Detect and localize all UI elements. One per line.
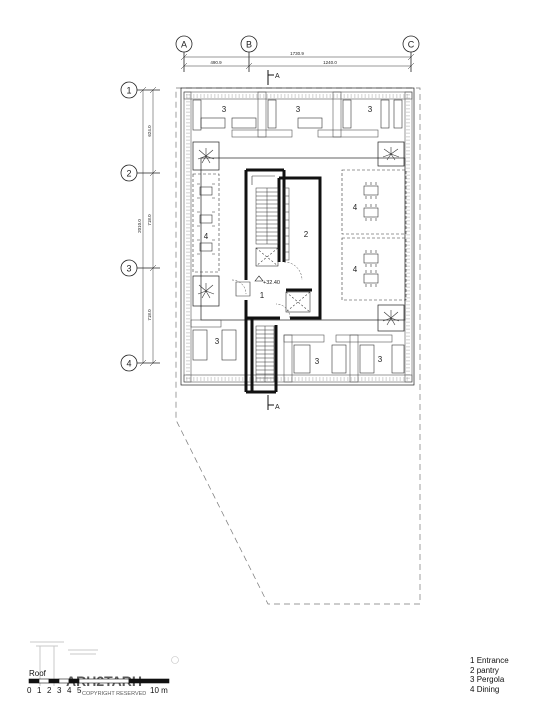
scale-tick-3: 3 bbox=[57, 686, 62, 695]
planter-box bbox=[192, 275, 220, 307]
room-label-pergola-top-right: 3 bbox=[368, 105, 373, 114]
core-walls bbox=[244, 168, 322, 394]
planter-hatch bbox=[186, 94, 410, 381]
stair-top bbox=[255, 187, 279, 245]
door-swings bbox=[231, 261, 303, 319]
grid-label-a: A bbox=[181, 40, 187, 50]
top-dimension-lines bbox=[180, 53, 415, 70]
room-label-pergola-top-mid: 3 bbox=[296, 105, 301, 114]
section-marker-top bbox=[267, 70, 274, 85]
left-dimension-lines bbox=[139, 86, 157, 367]
planter-boxes bbox=[192, 141, 405, 332]
room-label-dining-left: 4 bbox=[204, 232, 209, 241]
scale-tick-4: 4 bbox=[67, 686, 72, 695]
scale-tick-0: 0 bbox=[27, 686, 32, 695]
legend-item: 4 Dining bbox=[470, 685, 509, 695]
grid-label-1: 1 bbox=[126, 86, 131, 96]
scale-bar bbox=[28, 678, 170, 684]
legend-item: 1 Entrance bbox=[470, 656, 509, 666]
grid-label-b: B bbox=[246, 40, 252, 50]
scale-tick-2: 2 bbox=[47, 686, 52, 695]
planter-box bbox=[192, 141, 220, 171]
legend-num: 1 bbox=[470, 656, 475, 665]
legend-num: 3 bbox=[470, 675, 475, 684]
section-marker-bottom bbox=[267, 395, 274, 410]
room-label-dining-right-top: 4 bbox=[353, 203, 358, 212]
grid-column-markers bbox=[175, 35, 420, 72]
dim-top-b-c: 1240.0 bbox=[323, 60, 337, 65]
legend-label: pantry bbox=[476, 665, 499, 675]
dining-area-right-top bbox=[341, 169, 407, 235]
perimeter-planter-band bbox=[183, 91, 413, 383]
level-mark-text: +32.40 bbox=[263, 280, 280, 286]
dining-area-right-bottom bbox=[341, 237, 407, 301]
room-label-pergola-bottom-left: 3 bbox=[215, 337, 220, 346]
registered-mark-icon bbox=[171, 656, 179, 664]
room-label-pergola-bottom-right: 3 bbox=[378, 355, 383, 364]
legend-item: 2 pantry bbox=[470, 666, 509, 676]
planter-box bbox=[377, 141, 405, 167]
dim-left-3-4: 718.0 bbox=[147, 309, 152, 321]
watermark-sub: COPYRIGHT RESERVED bbox=[82, 691, 146, 697]
grid-label-c: C bbox=[408, 40, 415, 50]
legend: 1 Entrance 2 pantry 3 Pergola 4 Dining bbox=[470, 656, 509, 694]
section-label-top: A bbox=[275, 73, 280, 80]
legend-label: Entrance bbox=[476, 656, 509, 665]
core-inner-lines bbox=[235, 175, 311, 313]
plant-icons bbox=[197, 147, 400, 326]
grid-label-2: 2 bbox=[126, 169, 131, 179]
legend-label: Pergola bbox=[476, 675, 505, 684]
legend-item: 3 Pergola bbox=[470, 675, 509, 685]
pantry-counter bbox=[283, 187, 290, 261]
room-label-pergola-top-left: 3 bbox=[222, 105, 227, 114]
section-label-bottom: A bbox=[275, 404, 280, 411]
site-boundary bbox=[175, 87, 421, 605]
dim-left-1-2: 624.0 bbox=[147, 125, 152, 137]
dim-left-2-3: 718.0 bbox=[147, 214, 152, 226]
stair-bottom bbox=[255, 325, 275, 383]
drawing-caption: Roof bbox=[29, 669, 46, 678]
grid-label-3: 3 bbox=[126, 264, 131, 274]
pergola-benches bbox=[192, 99, 405, 374]
room-label-pantry: 2 bbox=[304, 230, 309, 239]
room-label-pergola-bottom-mid: 3 bbox=[315, 357, 320, 366]
room-label-entrance: 1 bbox=[260, 291, 265, 300]
scale-end-label: 10 m bbox=[150, 686, 168, 695]
scale-tick-5: 5 bbox=[77, 686, 82, 695]
dim-top-total: 1730.9 bbox=[290, 51, 304, 56]
legend-num: 4 bbox=[470, 684, 475, 694]
level-mark: +32.40 bbox=[254, 275, 280, 286]
dining-area-left bbox=[192, 173, 220, 273]
scale-tick-1: 1 bbox=[37, 686, 42, 695]
grid-label-4: 4 bbox=[126, 359, 131, 369]
legend-label: Dining bbox=[476, 684, 500, 694]
dim-top-a-b: 490.9 bbox=[210, 60, 222, 65]
grid-row-markers bbox=[120, 81, 160, 372]
planter-box bbox=[377, 304, 405, 332]
dim-left-total: 2010.0 bbox=[137, 219, 142, 233]
legend-num: 2 bbox=[470, 665, 475, 675]
room-label-dining-right-bottom: 4 bbox=[353, 265, 358, 274]
